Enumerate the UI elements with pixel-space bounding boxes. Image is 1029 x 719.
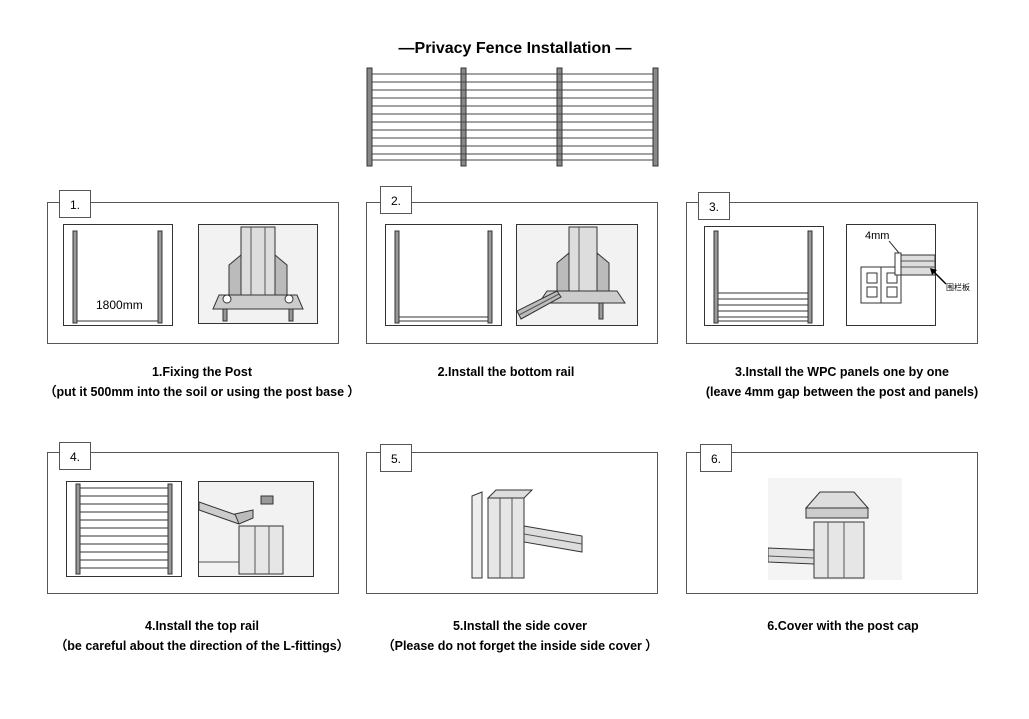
step-3-gap-label: 4mm xyxy=(865,230,889,242)
step-3-panel-label: 围栏板 xyxy=(946,283,970,292)
step-5-number: 5. xyxy=(380,444,412,472)
step-6-caption: 6.Cover with the post cap xyxy=(663,616,1023,636)
step-6-number: 6. xyxy=(700,444,732,472)
step-3-number: 3. xyxy=(698,192,730,220)
step-6-post-cap-drawing xyxy=(768,478,902,580)
page-title: —Privacy Fence Installation — xyxy=(398,40,632,57)
step-1-post-base-drawing xyxy=(198,224,318,324)
step-1-dimension-label: 1800mm xyxy=(96,298,143,312)
step-1-caption: 1.Fixing the Post （put it 500mm into the… xyxy=(22,362,382,402)
fence-overview-illustration xyxy=(366,67,659,167)
step-5-caption: 5.Install the side cover （Please do not … xyxy=(340,616,700,656)
step-1-title: 1.Fixing the Post xyxy=(151,365,252,379)
step-5-title: 5.Install the side cover xyxy=(452,619,588,633)
step-4-number: 4. xyxy=(59,442,91,470)
step-2-title: 2.Install the bottom rail xyxy=(437,365,575,379)
step-4-title: 4.Install the top rail xyxy=(145,619,259,633)
step-3-pointer-arrow xyxy=(930,268,947,285)
step-2-rail-detail-drawing xyxy=(516,224,638,326)
step-3-gap-detail-drawing: 4mm xyxy=(846,224,936,326)
step-4-top-rail-drawing xyxy=(66,481,182,577)
step-1-posts-drawing: 1800mm xyxy=(63,224,173,326)
step-3-title: 3.Install the WPC panels one by one xyxy=(735,365,949,379)
step-4-l-fitting-detail-drawing xyxy=(198,481,314,577)
step-1-number: 1. xyxy=(59,190,91,218)
step-5-note: （Please do not forget the inside side co… xyxy=(382,639,658,653)
step-2-caption: 2.Install the bottom rail xyxy=(326,362,686,382)
step-6-title: 6.Cover with the post cap xyxy=(767,619,919,633)
step-2-number: 2. xyxy=(380,186,412,214)
step-1-note: （put it 500mm into the soil or using the… xyxy=(43,385,360,399)
step-3-panels-drawing xyxy=(704,226,824,326)
step-3-caption: 3.Install the WPC panels one by one (lea… xyxy=(662,362,1022,402)
step-4-caption: 4.Install the top rail （be careful about… xyxy=(22,616,382,656)
step-2-bottom-rail-drawing xyxy=(385,224,502,326)
step-5-side-cover-drawing xyxy=(471,489,583,579)
step-4-note: （be careful about the direction of the L… xyxy=(54,639,350,653)
step-3-note: (leave 4mm gap between the post and pane… xyxy=(705,385,979,399)
